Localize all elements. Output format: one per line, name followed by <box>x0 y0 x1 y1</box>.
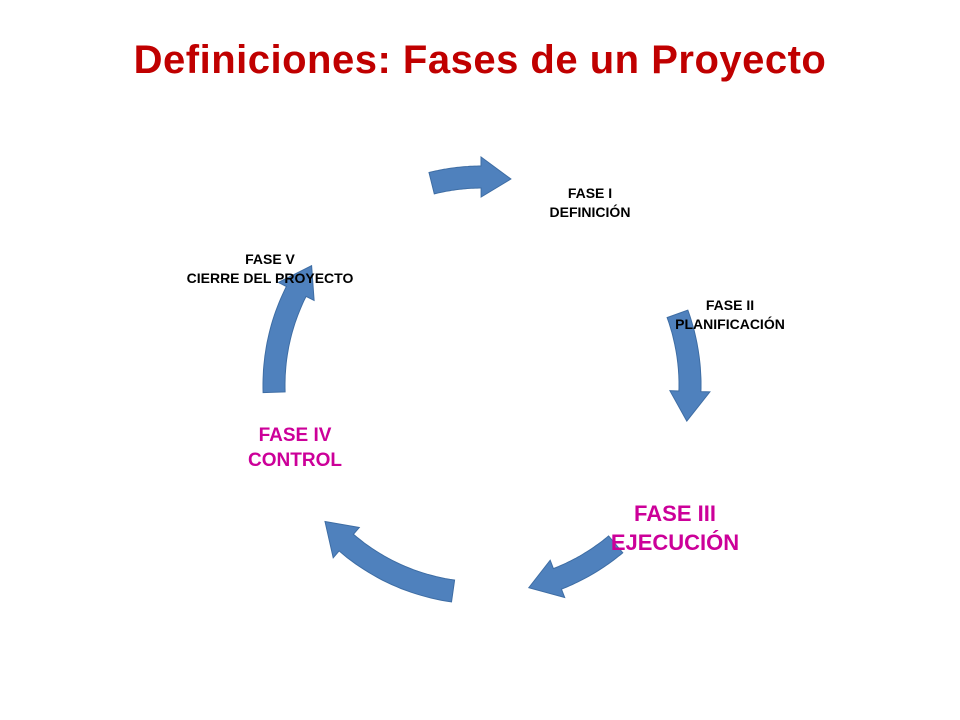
cycle-arrow-3 <box>527 535 624 599</box>
phase-5-number: FASE V <box>245 251 295 267</box>
phase-label-5: FASE V CIERRE DEL PROYECTO <box>140 250 400 288</box>
phase-1-number: FASE I <box>567 185 613 201</box>
cycle-arrow-4 <box>324 520 456 603</box>
phase-3-number: FASE III <box>634 501 716 526</box>
phase-label-3: FASE III EJECUCIÓN <box>580 500 770 557</box>
phase-4-name: CONTROL <box>248 449 342 471</box>
cycle-arrow-2 <box>666 309 711 422</box>
phase-5-name: CIERRE DEL PROYECTO <box>186 269 354 286</box>
phase-label-4: FASE IV CONTROL <box>205 424 385 473</box>
phase-3-name: EJECUCIÓN <box>610 529 740 555</box>
phase-label-1: FASE I DEFINICIÓN <box>520 184 660 222</box>
page-title: Definiciones: Fases de un Proyecto <box>133 38 827 82</box>
cycle-arrow-5 <box>262 264 315 394</box>
phase-2-number: FASE II <box>705 297 755 313</box>
phase-label-2: FASE II PLANIFICACIÓN <box>640 296 820 334</box>
phase-1-name: DEFINICIÓN <box>549 203 631 220</box>
phase-2-name: PLANIFICACIÓN <box>675 315 785 332</box>
cycle-arrow-1 <box>428 156 512 198</box>
phase-4-number: FASE IV <box>258 425 332 446</box>
